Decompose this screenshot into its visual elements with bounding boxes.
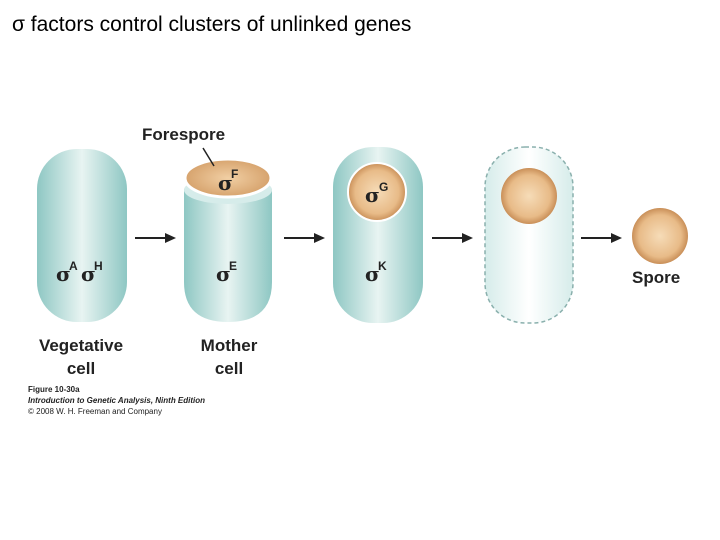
vegetative-cell-label-line2: cell (67, 359, 95, 378)
slide-title: σ factors control clusters of unlinked g… (12, 13, 412, 36)
forespore-sigma-g-superscript: G (379, 180, 388, 194)
mother-sigma-e-superscript: E (229, 259, 237, 273)
forespore-label: Forespore (142, 125, 225, 144)
arrow-4 (581, 233, 622, 243)
mother-sigma-e-symbol: σ (216, 262, 231, 286)
arrow-2 (284, 233, 325, 243)
mother-cell-label-line2: cell (215, 359, 243, 378)
vegetative-cell (37, 149, 127, 322)
spore-label: Spore (632, 268, 680, 287)
free-spore (632, 208, 688, 264)
arrow-3 (432, 233, 473, 243)
vegetative-cell-label-line1: Vegetative (39, 336, 123, 355)
mother-cell (184, 188, 272, 322)
vegetative-sigma-a-superscript: A (69, 259, 78, 273)
mother-cell-label-line1: Mother (201, 336, 258, 355)
copyright-notice: © 2008 W. H. Freeman and Company (28, 407, 162, 416)
forespore-sigma-f-superscript: F (231, 167, 238, 181)
forespore-sigma-g-symbol: σ (365, 183, 380, 207)
forespore-pointer-line (202, 147, 215, 167)
forespore-sigma-f-symbol: σ (218, 171, 233, 195)
vegetative-sigma-a-symbol: σ (56, 262, 71, 286)
book-title: Introduction to Genetic Analysis, Ninth … (28, 396, 206, 405)
figure-number: Figure 10-30a (28, 385, 80, 394)
forespore-compartment (183, 157, 273, 199)
mother-sigma-k-superscript: K (378, 259, 387, 273)
vegetative-sigma-h-symbol: σ (81, 262, 96, 286)
engulfed-forespore (347, 162, 407, 222)
vegetative-sigma-h-superscript: H (94, 259, 103, 273)
mature-spore-inside (501, 168, 557, 224)
mother-sigma-k-symbol: σ (365, 262, 380, 286)
arrow-1 (135, 233, 176, 243)
